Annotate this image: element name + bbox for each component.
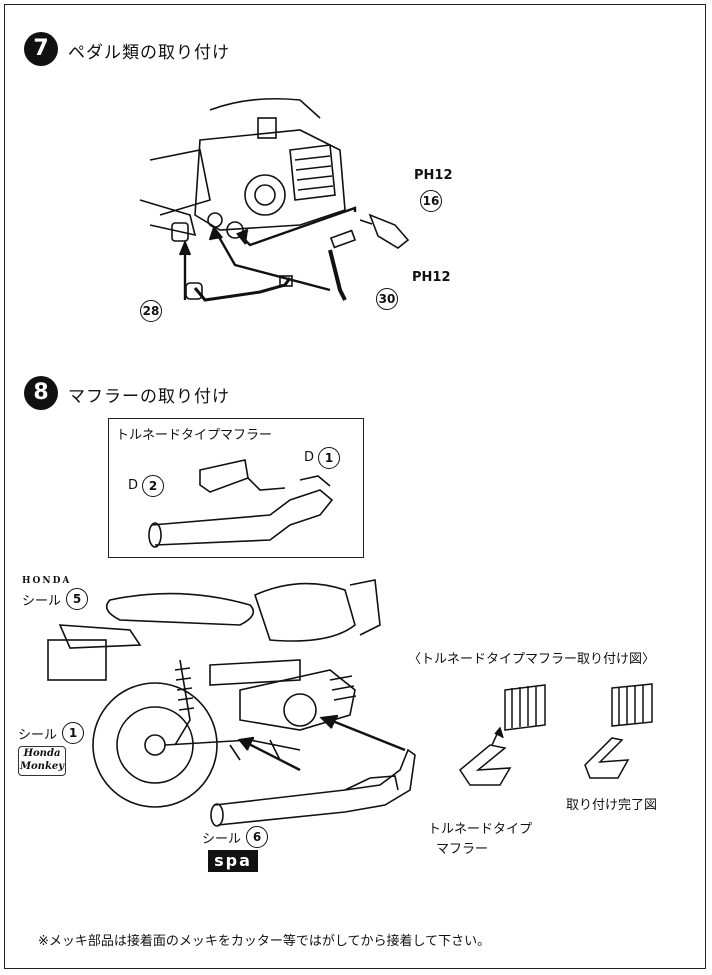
pedal-28-shape — [193, 277, 292, 302]
seal-1-number: 1 — [62, 722, 84, 744]
d2-number: 2 — [142, 475, 164, 497]
part-16-label: 16 — [420, 190, 442, 212]
seal-6-label: シール — [202, 832, 242, 847]
step-8-badge: 8 — [24, 376, 58, 410]
step-7-badge: 7 — [24, 32, 58, 66]
bike-muffler — [214, 748, 416, 826]
seal-1-label: シール — [18, 728, 58, 743]
step-8-title: マフラーの取り付け — [68, 387, 230, 407]
muffler-label-line1: トルネードタイプ — [428, 822, 533, 837]
complete-label: 取り付け完了図 — [566, 798, 658, 813]
d2-letter: D — [128, 478, 139, 493]
ph12-label-bottom: PH12 — [412, 270, 451, 285]
d1-number: 1 — [318, 447, 340, 469]
part-28-label: 28 — [140, 300, 162, 322]
bike-tank — [254, 582, 356, 642]
monkey-logo: Honda Monkey — [18, 746, 66, 776]
page-border — [4, 4, 706, 969]
seal-5-label: シール — [22, 594, 62, 609]
muffler-label-line2: マフラー — [436, 842, 489, 857]
part-30-label: 30 — [376, 288, 398, 310]
engine-block — [194, 129, 346, 231]
seal-6-number: 6 — [246, 826, 268, 848]
parts-box — [108, 418, 364, 558]
pedal-30-shape — [328, 249, 347, 301]
detail-title: 〈トルネードタイプマフラー取り付け図〉 — [408, 652, 656, 667]
footer-note: ※メッキ部品は接着面のメッキをカッター等ではがしてから接着して下さい。 — [38, 934, 491, 949]
seal-5-number: 5 — [66, 588, 88, 610]
d1-letter: D — [304, 450, 315, 465]
step-7-title: ペダル類の取り付け — [68, 43, 230, 63]
bike-seat — [105, 592, 255, 626]
honda-logo: HONDA — [22, 576, 72, 586]
spa-logo: spa — [208, 850, 258, 872]
ph12-label-top: PH12 — [414, 168, 453, 183]
parts-box-title: トルネードタイプマフラー — [116, 428, 273, 443]
